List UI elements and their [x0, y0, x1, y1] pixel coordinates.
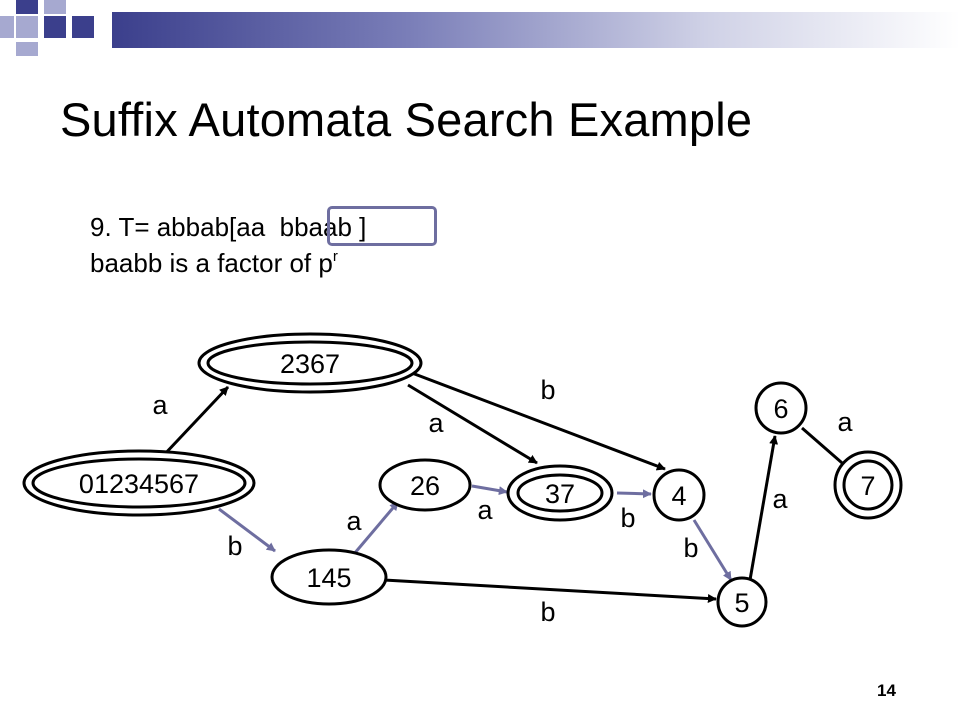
text-line-1: 9. T= abbab[aa bbaab ] — [90, 212, 366, 243]
edge-2367-4 — [411, 371, 666, 471]
node-label-6: 6 — [773, 394, 788, 424]
edge-label-37-4: b — [620, 503, 635, 533]
node-label-26: 26 — [410, 471, 440, 501]
node-label-7: 7 — [860, 471, 875, 501]
deco-square-dark — [16, 0, 38, 14]
deco-square-light — [44, 0, 66, 14]
node-label-2367: 2367 — [280, 349, 340, 379]
edge-label-2367-4: b — [540, 375, 555, 405]
node-label-01234567: 01234567 — [79, 469, 199, 499]
node-01234567: 01234567 — [22, 449, 256, 517]
page-number: 14 — [877, 681, 896, 700]
node-6: 6 — [754, 381, 808, 435]
node-26: 26 — [378, 458, 472, 512]
node-7: 7 — [833, 450, 903, 520]
header-gradient-bar — [112, 12, 960, 48]
edge-label-01234567-2367: a — [152, 390, 168, 420]
edge-2367-37 — [407, 383, 538, 465]
node-label-145: 145 — [306, 563, 351, 593]
edge-label-145-5: b — [540, 597, 555, 627]
line1-suffix: ] — [351, 212, 367, 242]
edge-01234567-2367 — [160, 385, 230, 459]
deco-square-light — [16, 42, 38, 56]
edge-label-2367-37: a — [428, 408, 444, 438]
node-5: 5 — [716, 576, 768, 628]
deco-square-light — [16, 16, 38, 38]
edge-01234567-145 — [218, 507, 276, 553]
edge-label-145-26: a — [346, 506, 362, 536]
line2-text: baabb is a factor of p — [90, 248, 333, 278]
highlight-box — [327, 206, 437, 246]
node-label-4: 4 — [671, 481, 686, 511]
deco-square-dark — [44, 16, 66, 38]
line2-superscript: r — [332, 248, 338, 265]
line1-prefix: 9. T= abbab[aa — [90, 212, 280, 242]
edge-4-5 — [692, 519, 733, 581]
deco-square-light — [0, 16, 14, 38]
edge-label-01234567-145: b — [227, 531, 242, 561]
node-37: 37 — [506, 464, 614, 522]
deco-square-dark — [72, 16, 94, 38]
edge-label-26-37: a — [477, 495, 493, 525]
node-145: 145 — [270, 548, 388, 606]
edge-5-6 — [748, 435, 779, 581]
text-line-2: baabb is a factor of pr — [90, 248, 338, 279]
corner-decoration — [0, 0, 94, 56]
edge-6-7 — [801, 426, 850, 471]
node-label-5: 5 — [734, 588, 749, 618]
edge-label-4-5: b — [683, 533, 698, 563]
slide-title: Suffix Automata Search Example — [60, 93, 753, 146]
line1-highlight: bbaab — [279, 212, 352, 242]
node-4: 4 — [652, 468, 706, 522]
edge-label-6-7: a — [837, 407, 853, 437]
edge-label-5-6: a — [772, 484, 788, 514]
edge-37-4 — [616, 489, 652, 499]
node-2367: 2367 — [197, 332, 423, 394]
edge-26-37 — [471, 484, 508, 496]
edge-145-5 — [383, 578, 717, 604]
node-label-37: 37 — [545, 479, 575, 509]
edge-145-26 — [352, 501, 400, 555]
